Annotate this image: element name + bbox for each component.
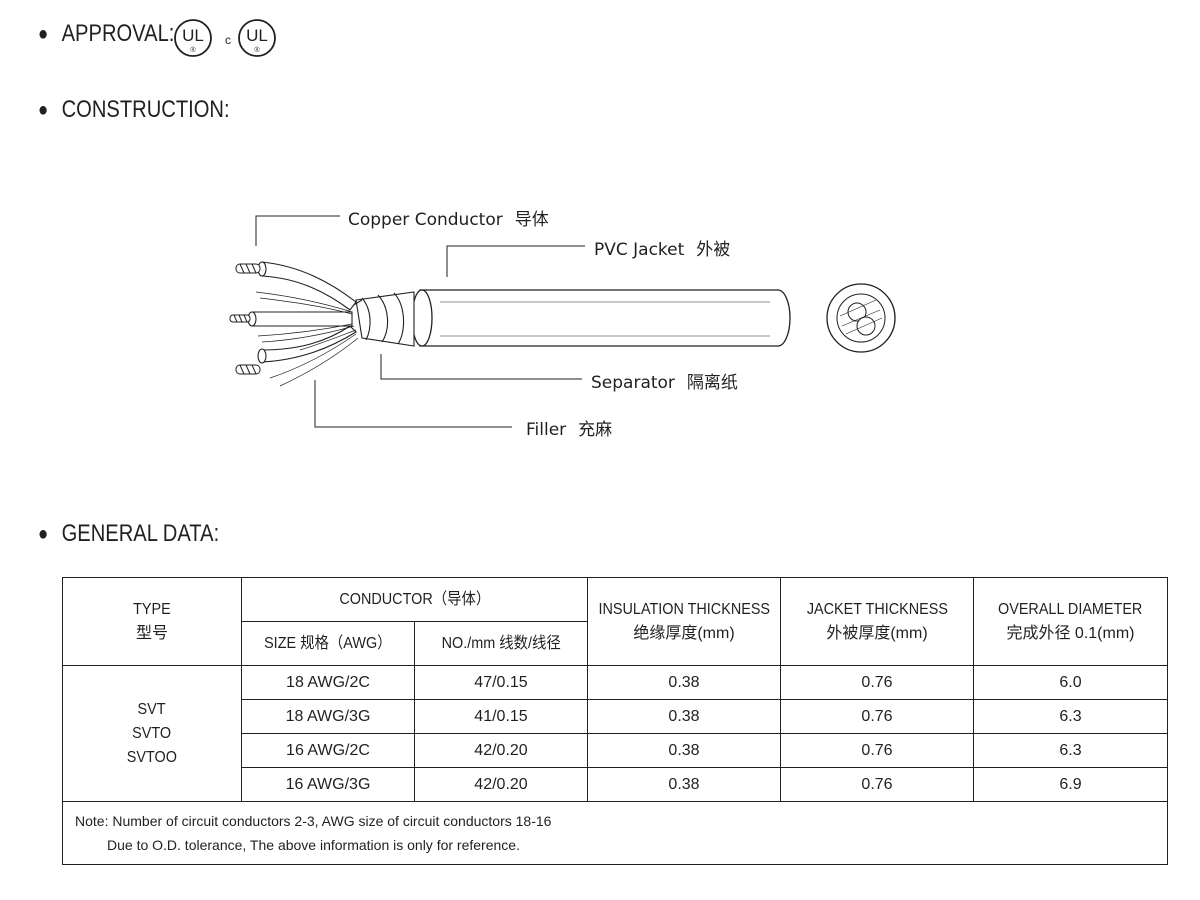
ul-mark-text: UL: [182, 26, 204, 45]
jacket-cell: 0.76: [780, 665, 974, 700]
pvc-jacket-label: PVC Jacket 外被: [594, 235, 730, 260]
number-cell: 41/0.15: [414, 699, 588, 734]
copper-conductor-label: Copper Conductor 导体: [348, 205, 549, 230]
copper-conductor-en: Copper Conductor: [348, 210, 503, 230]
cul-logo-icon: UL ®: [238, 19, 276, 57]
c-prefix-text: c: [225, 33, 231, 47]
jacket-cell: 0.76: [780, 733, 974, 768]
copper-conductor-leader: [255, 215, 340, 246]
insulation-cell: 0.38: [587, 665, 781, 700]
diameter-cell: 6.0: [973, 665, 1168, 700]
insulated-wires-icon: [247, 261, 357, 364]
copper-conductor-cn: 导体: [514, 210, 549, 230]
table-row: SVT SVTO SVTOO 18 AWG/2C 47/0.15 0.38 0.…: [62, 665, 1168, 802]
approval-title: APPROVAL:: [61, 20, 175, 47]
diameter-cell: 6.9: [973, 767, 1168, 802]
approval-heading: ● APPROVAL:: [38, 20, 174, 48]
conductor-header: CONDUCTOR（导体）: [241, 577, 588, 622]
size-cell: 18 AWG/2C: [241, 665, 415, 700]
separator-leader: [380, 354, 582, 380]
registered-mark-2: ®: [254, 46, 260, 54]
size-cell: 18 AWG/3G: [241, 699, 415, 734]
insulation-cell: 0.38: [587, 733, 781, 768]
table-header-row: TYPE 型号 CONDUCTOR（导体） INSULATION THICKNE…: [62, 577, 1168, 666]
note-line-1: Note: Number of circuit conductors 2-3, …: [75, 813, 552, 829]
number-header: NO./mm 线数/线径: [414, 621, 588, 666]
diameter-header: OVERALL DIAMETER 完成外径 0.1(mm): [973, 577, 1168, 666]
separator-cn: 隔离纸: [686, 373, 738, 393]
construction-heading: ● CONSTRUCTION:: [38, 96, 230, 124]
size-cell: 16 AWG/2C: [241, 733, 415, 768]
filler-strands-icon: [255, 291, 359, 387]
insulation-cell: 0.38: [587, 767, 781, 802]
ul-certification-logos: UL ® c UL ®: [174, 19, 276, 57]
pvc-jacket-leader: [446, 245, 585, 277]
table-row: 16 AWG/3G 42/0.20 0.38 0.76 6.9: [63, 767, 1168, 802]
type-cell: SVT SVTO SVTOO: [62, 665, 242, 802]
general-data-title: GENERAL DATA:: [61, 520, 220, 547]
filler-label: Filler 充麻: [526, 415, 612, 440]
bullet-icon: ●: [38, 522, 49, 545]
number-cell: 47/0.15: [414, 665, 588, 700]
number-cell: 42/0.20: [414, 767, 588, 802]
jacket-cell: 0.76: [780, 767, 974, 802]
ul-logo-icon: UL ®: [174, 19, 212, 57]
filler-cn: 充麻: [578, 420, 613, 440]
note-line-2: Due to O.D. tolerance, The above informa…: [107, 837, 520, 853]
separator-label: Separator 隔离纸: [591, 368, 738, 393]
table-row: 16 AWG/2C 42/0.20 0.38 0.76 6.3: [63, 733, 1168, 768]
general-data-table: TYPE 型号 CONDUCTOR（导体） INSULATION THICKNE…: [62, 577, 1168, 865]
table-note: Note: Number of circuit conductors 2-3, …: [62, 801, 1168, 865]
pvc-jacket-en: PVC Jacket: [594, 240, 685, 260]
pvc-jacket-cn: 外被: [696, 240, 731, 260]
pvc-jacket-body-icon: [411, 289, 791, 347]
number-cell: 42/0.20: [414, 733, 588, 768]
jacket-cell: 0.76: [780, 699, 974, 734]
jacket-header: JACKET THICKNESS 外被厚度(mm): [780, 577, 974, 666]
insulation-header: INSULATION THICKNESS 绝缘厚度(mm): [587, 577, 781, 666]
type-header: TYPE 型号: [62, 577, 242, 666]
cable-construction-diagram: [229, 215, 896, 428]
diameter-cell: 6.3: [973, 733, 1168, 768]
copper-conductor-icon: [229, 263, 261, 375]
diameter-cell: 6.3: [973, 699, 1168, 734]
table-note-row: Note: Number of circuit conductors 2-3, …: [62, 801, 1168, 865]
separator-en: Separator: [591, 373, 675, 393]
separator-wrap-icon: [351, 291, 415, 347]
cul-mark-text: UL: [246, 26, 268, 45]
registered-mark: ®: [190, 46, 196, 54]
filler-en: Filler: [526, 420, 567, 440]
cable-cross-section-icon: [826, 283, 896, 353]
insulation-cell: 0.38: [587, 699, 781, 734]
bullet-icon: ●: [38, 22, 49, 45]
size-cell: 16 AWG/3G: [241, 767, 415, 802]
filler-leader: [314, 380, 512, 428]
size-header: SIZE 规格（AWG）: [241, 621, 415, 666]
general-data-heading: ● GENERAL DATA:: [38, 520, 219, 548]
construction-title: CONSTRUCTION:: [61, 96, 230, 123]
bullet-icon: ●: [38, 98, 49, 121]
